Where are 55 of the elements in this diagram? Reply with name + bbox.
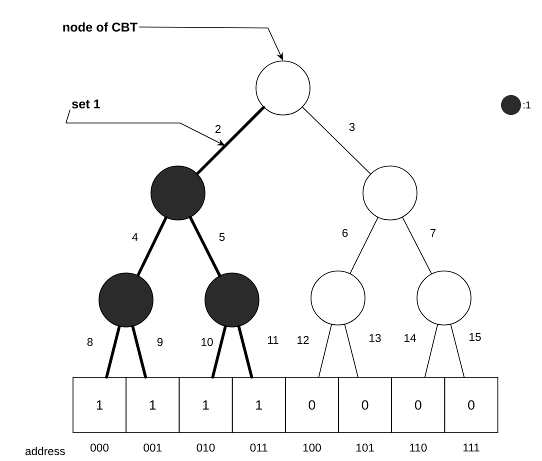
memory-cell: 0 bbox=[391, 377, 446, 433]
tree-edge bbox=[402, 216, 432, 274]
edge-label: 12 bbox=[295, 334, 311, 346]
node-circle bbox=[362, 166, 418, 220]
edge-label: 2 bbox=[214, 124, 222, 134]
edge-label: 9 bbox=[156, 336, 164, 348]
tree-edge bbox=[302, 106, 371, 174]
filled-node-circle bbox=[150, 166, 206, 220]
node-circle bbox=[310, 270, 366, 326]
address-label: 111 bbox=[464, 444, 480, 452]
edge-label: 11 bbox=[266, 334, 280, 346]
edge-label: 3 bbox=[348, 122, 356, 132]
memory-cell: 1 bbox=[178, 377, 233, 433]
legend-text: :1 bbox=[524, 102, 530, 108]
callout-text: set 1 bbox=[72, 100, 100, 108]
tree-edge bbox=[344, 324, 358, 378]
memory-cell: 1 bbox=[126, 377, 180, 433]
row-label: address bbox=[25, 446, 65, 456]
address-label: 000 bbox=[90, 444, 109, 452]
edge-label: 7 bbox=[428, 228, 438, 238]
edge-label: 5 bbox=[218, 232, 226, 242]
tree-edge bbox=[450, 324, 465, 378]
address-label: 100 bbox=[303, 444, 321, 452]
edge-label: 4 bbox=[130, 232, 140, 242]
edge-label: 14 bbox=[402, 332, 418, 344]
edge-label: 8 bbox=[86, 336, 94, 348]
address-label: 011 bbox=[250, 444, 268, 452]
memory-cell: 0 bbox=[444, 377, 498, 433]
memory-cell: 0 bbox=[338, 377, 392, 433]
tree-edge bbox=[318, 324, 332, 378]
tree-edge bbox=[211, 325, 227, 379]
node-circle bbox=[416, 270, 472, 326]
edge-label: 6 bbox=[340, 228, 350, 238]
address-label: 010 bbox=[196, 444, 215, 452]
filled-node-circle bbox=[204, 272, 260, 328]
memory-cell: 1 bbox=[232, 377, 286, 433]
memory-cell: 0 bbox=[285, 377, 339, 433]
memory-cell: 1 bbox=[72, 377, 126, 433]
filled-node-circle bbox=[98, 272, 154, 328]
address-label: 001 bbox=[144, 444, 162, 452]
tree-edge bbox=[237, 325, 254, 379]
tree-edge bbox=[136, 216, 168, 277]
edge-label: 10 bbox=[199, 336, 215, 348]
address-label: 110 bbox=[410, 444, 427, 452]
tree-edge bbox=[196, 106, 266, 176]
tree-edge bbox=[350, 217, 378, 274]
address-label: 101 bbox=[356, 444, 374, 452]
tree-edge bbox=[188, 216, 222, 277]
callout-text: node of CBT bbox=[63, 22, 138, 32]
tree-edge bbox=[105, 325, 121, 379]
edge-label: 13 bbox=[367, 332, 383, 344]
tree-edge bbox=[424, 324, 438, 378]
tree-edge bbox=[131, 325, 148, 379]
edge-label: 15 bbox=[467, 332, 483, 342]
node-circle bbox=[256, 60, 310, 116]
